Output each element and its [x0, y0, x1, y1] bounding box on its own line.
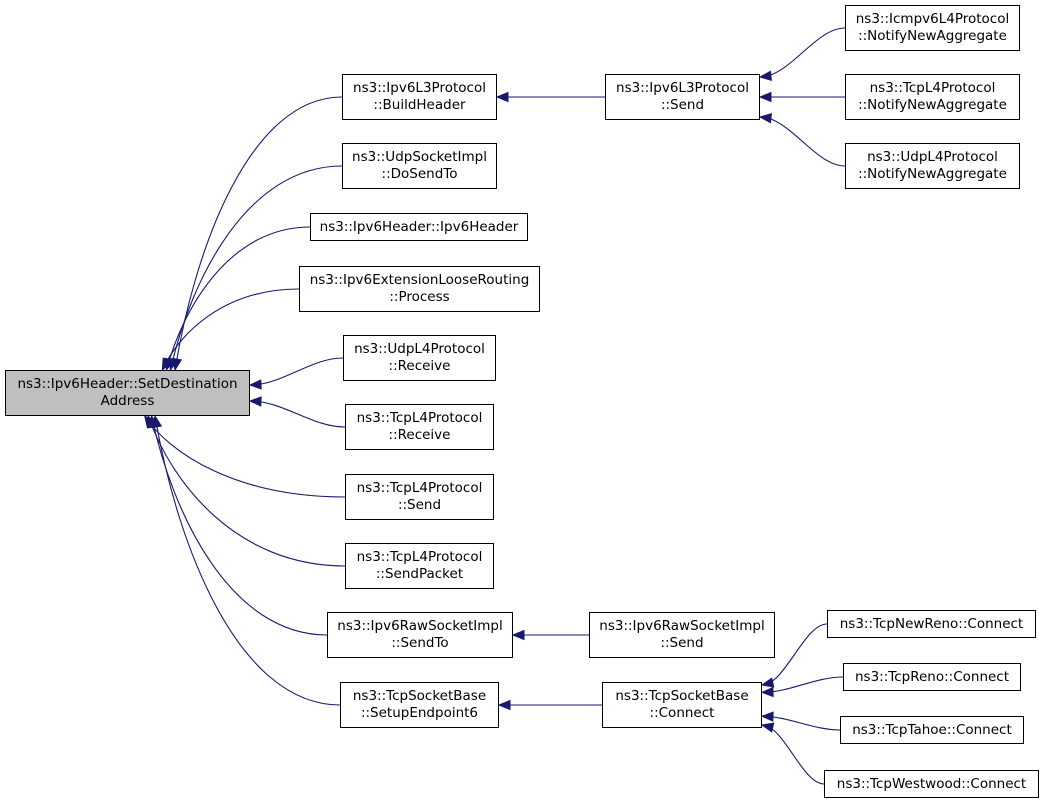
node-label-line-1: ns3::TcpL4Protocol [356, 480, 483, 496]
node-udpl4protocol-notifynewaggregate[interactable]: ns3::UdpL4Protocol ::NotifyNewAggregate [845, 143, 1020, 189]
node-label-line-1: ns3::UdpL4Protocol [354, 341, 485, 357]
node-label-line-2: ::NotifyNewAggregate [858, 28, 1007, 44]
edge-tcpwestwood_connect-to-tcpsocketbase_connect [761, 724, 825, 785]
node-label-line-1: ns3::TcpL4Protocol [869, 80, 996, 96]
arrowhead [760, 722, 775, 733]
arrowhead [495, 91, 509, 103]
node-label-line-2: Address [100, 393, 155, 409]
node-label-line-2: ::Send [397, 497, 442, 513]
node-label-line-2: ::SendPacket [375, 566, 464, 582]
node-label-line-2: ::SetupEndpoint6 [360, 705, 479, 721]
node-label-line-2: ::Receive [388, 427, 451, 443]
arrowhead [511, 629, 525, 641]
arrowhead [760, 686, 774, 698]
node-label-line-1: ns3::Icmpv6L4Protocol [855, 11, 1010, 27]
arrowhead [248, 379, 262, 390]
node-ipv6rawsocketimpl-send[interactable]: ns3::Ipv6RawSocketImpl ::Send [589, 612, 775, 658]
node-label-line-1: ns3::Ipv6RawSocketImpl [337, 618, 503, 634]
node-ipv6header-ipv6header[interactable]: ns3::Ipv6Header::Ipv6Header [310, 213, 528, 241]
node-tcpl4protocol-receive[interactable]: ns3::TcpL4Protocol ::Receive [345, 404, 494, 450]
node-ipv6l3protocol-buildheader[interactable]: ns3::Ipv6L3Protocol ::BuildHeader [342, 74, 497, 120]
edge-tcpl4_receive-to-root [249, 400, 346, 428]
node-udpl4protocol-receive[interactable]: ns3::UdpL4Protocol ::Receive [343, 335, 496, 381]
node-label-line-2: ::Connect [649, 705, 715, 721]
node-label-line-2: ::BuildHeader [373, 97, 466, 113]
node-label-line-2: ::DoSendTo [381, 166, 458, 182]
edge-tcpsocketbase_setupendpoint6-to-root [154, 415, 341, 706]
node-label-line-1: ns3::TcpL4Protocol [356, 549, 483, 565]
node-label-line-2: ::SendTo [391, 635, 449, 651]
node-label-line-1: ns3::TcpTahoe::Connect [852, 721, 1012, 738]
node-ipv6header-setdestinationaddress: ns3::Ipv6Header::SetDestination Address [5, 370, 250, 416]
arrowhead [758, 70, 772, 81]
node-label-line-1: ns3::TcpWestwood::Connect [836, 775, 1027, 792]
edge-ipv6header_ctor-to-root [165, 226, 311, 371]
node-tcpreno-connect[interactable]: ns3::TcpReno::Connect [843, 663, 1021, 691]
node-label-line-1: ns3::TcpReno::Connect [854, 668, 1010, 685]
arrowhead [760, 677, 775, 688]
node-label-line-1: ns3::Ipv6ExtensionLooseRouting [309, 272, 530, 288]
arrowhead [248, 396, 262, 407]
node-label-line-2: ::Send [660, 635, 704, 651]
node-label-line-1: ns3::Ipv6Header::SetDestination [17, 376, 238, 392]
edge-tcpl4_sendpacket-to-root [147, 415, 346, 567]
node-tcpsocketbase-setupendpoint6[interactable]: ns3::TcpSocketBase ::SetupEndpoint6 [340, 682, 499, 728]
node-label-line-1: ns3::Ipv6L3Protocol [616, 80, 749, 96]
node-tcpl4protocol-sendpacket[interactable]: ns3::TcpL4Protocol ::SendPacket [345, 543, 494, 589]
node-label-line-2: ::NotifyNewAggregate [858, 166, 1007, 182]
node-tcptahoe-connect[interactable]: ns3::TcpTahoe::Connect [840, 716, 1024, 744]
edge-udpl4_receive-to-root [249, 357, 344, 386]
node-ipv6rawsocketimpl-sendto[interactable]: ns3::Ipv6RawSocketImpl ::SendTo [327, 612, 513, 658]
edge-udpsocketimpl_dosendto-to-root [169, 165, 343, 371]
node-tcpl4protocol-send[interactable]: ns3::TcpL4Protocol ::Send [345, 474, 494, 520]
edge-ipv6rawsocketimpl_sendto-to-root [151, 415, 328, 636]
node-tcpnewreno-connect[interactable]: ns3::TcpNewReno::Connect [827, 610, 1036, 638]
edge-udpl4_notifynewaggregate-to-ipv6l3_send [759, 116, 846, 167]
node-label-line-1: ns3::UdpSocketImpl [352, 149, 487, 165]
node-tcpsocketbase-connect[interactable]: ns3::TcpSocketBase ::Connect [602, 682, 762, 728]
node-label-line-1: ns3::Ipv6Header::Ipv6Header [319, 218, 519, 235]
node-udpsocketimpl-dosendto[interactable]: ns3::UdpSocketImpl ::DoSendTo [342, 143, 497, 189]
node-icmpv6l4protocol-notifynewaggregate[interactable]: ns3::Icmpv6L4Protocol ::NotifyNewAggrega… [845, 5, 1020, 51]
arrowhead [760, 711, 774, 722]
node-label-line-1: ns3::UdpL4Protocol [867, 149, 998, 165]
node-tcpl4protocol-notifynewaggregate[interactable]: ns3::TcpL4Protocol ::NotifyNewAggregate [845, 74, 1020, 120]
arrowhead [151, 414, 163, 429]
edge-ipv6extlooserouting_process-to-root [161, 288, 300, 371]
edge-tcpl4_send-to-root [144, 415, 346, 498]
edge-icmpv6l4_notifynewaggregate-to-ipv6l3_send [759, 27, 846, 78]
node-label-line-1: ns3::Ipv6L3Protocol [353, 80, 486, 96]
arrowhead [758, 91, 772, 103]
node-ipv6l3protocol-send[interactable]: ns3::Ipv6L3Protocol ::Send [605, 74, 760, 120]
arrowhead [758, 113, 772, 124]
node-label-line-1: ns3::TcpNewReno::Connect [839, 615, 1024, 632]
node-label-line-1: ns3::TcpL4Protocol [356, 410, 483, 426]
arrowhead [161, 357, 173, 372]
node-label-line-1: ns3::TcpSocketBase [615, 688, 749, 704]
node-ipv6extensionlooserouting-process[interactable]: ns3::Ipv6ExtensionLooseRouting ::Process [299, 266, 540, 312]
node-label-line-2: ::Send [660, 97, 705, 113]
node-label-line-2: ::Process [389, 289, 450, 305]
node-label-line-1: ns3::Ipv6RawSocketImpl [599, 618, 765, 634]
node-label-line-2: ::Receive [388, 358, 451, 374]
arrowhead [497, 699, 511, 711]
node-label-line-1: ns3::TcpSocketBase [352, 688, 487, 704]
node-label-line-2: ::NotifyNewAggregate [858, 97, 1007, 113]
node-tcpwestwood-connect[interactable]: ns3::TcpWestwood::Connect [824, 770, 1039, 798]
